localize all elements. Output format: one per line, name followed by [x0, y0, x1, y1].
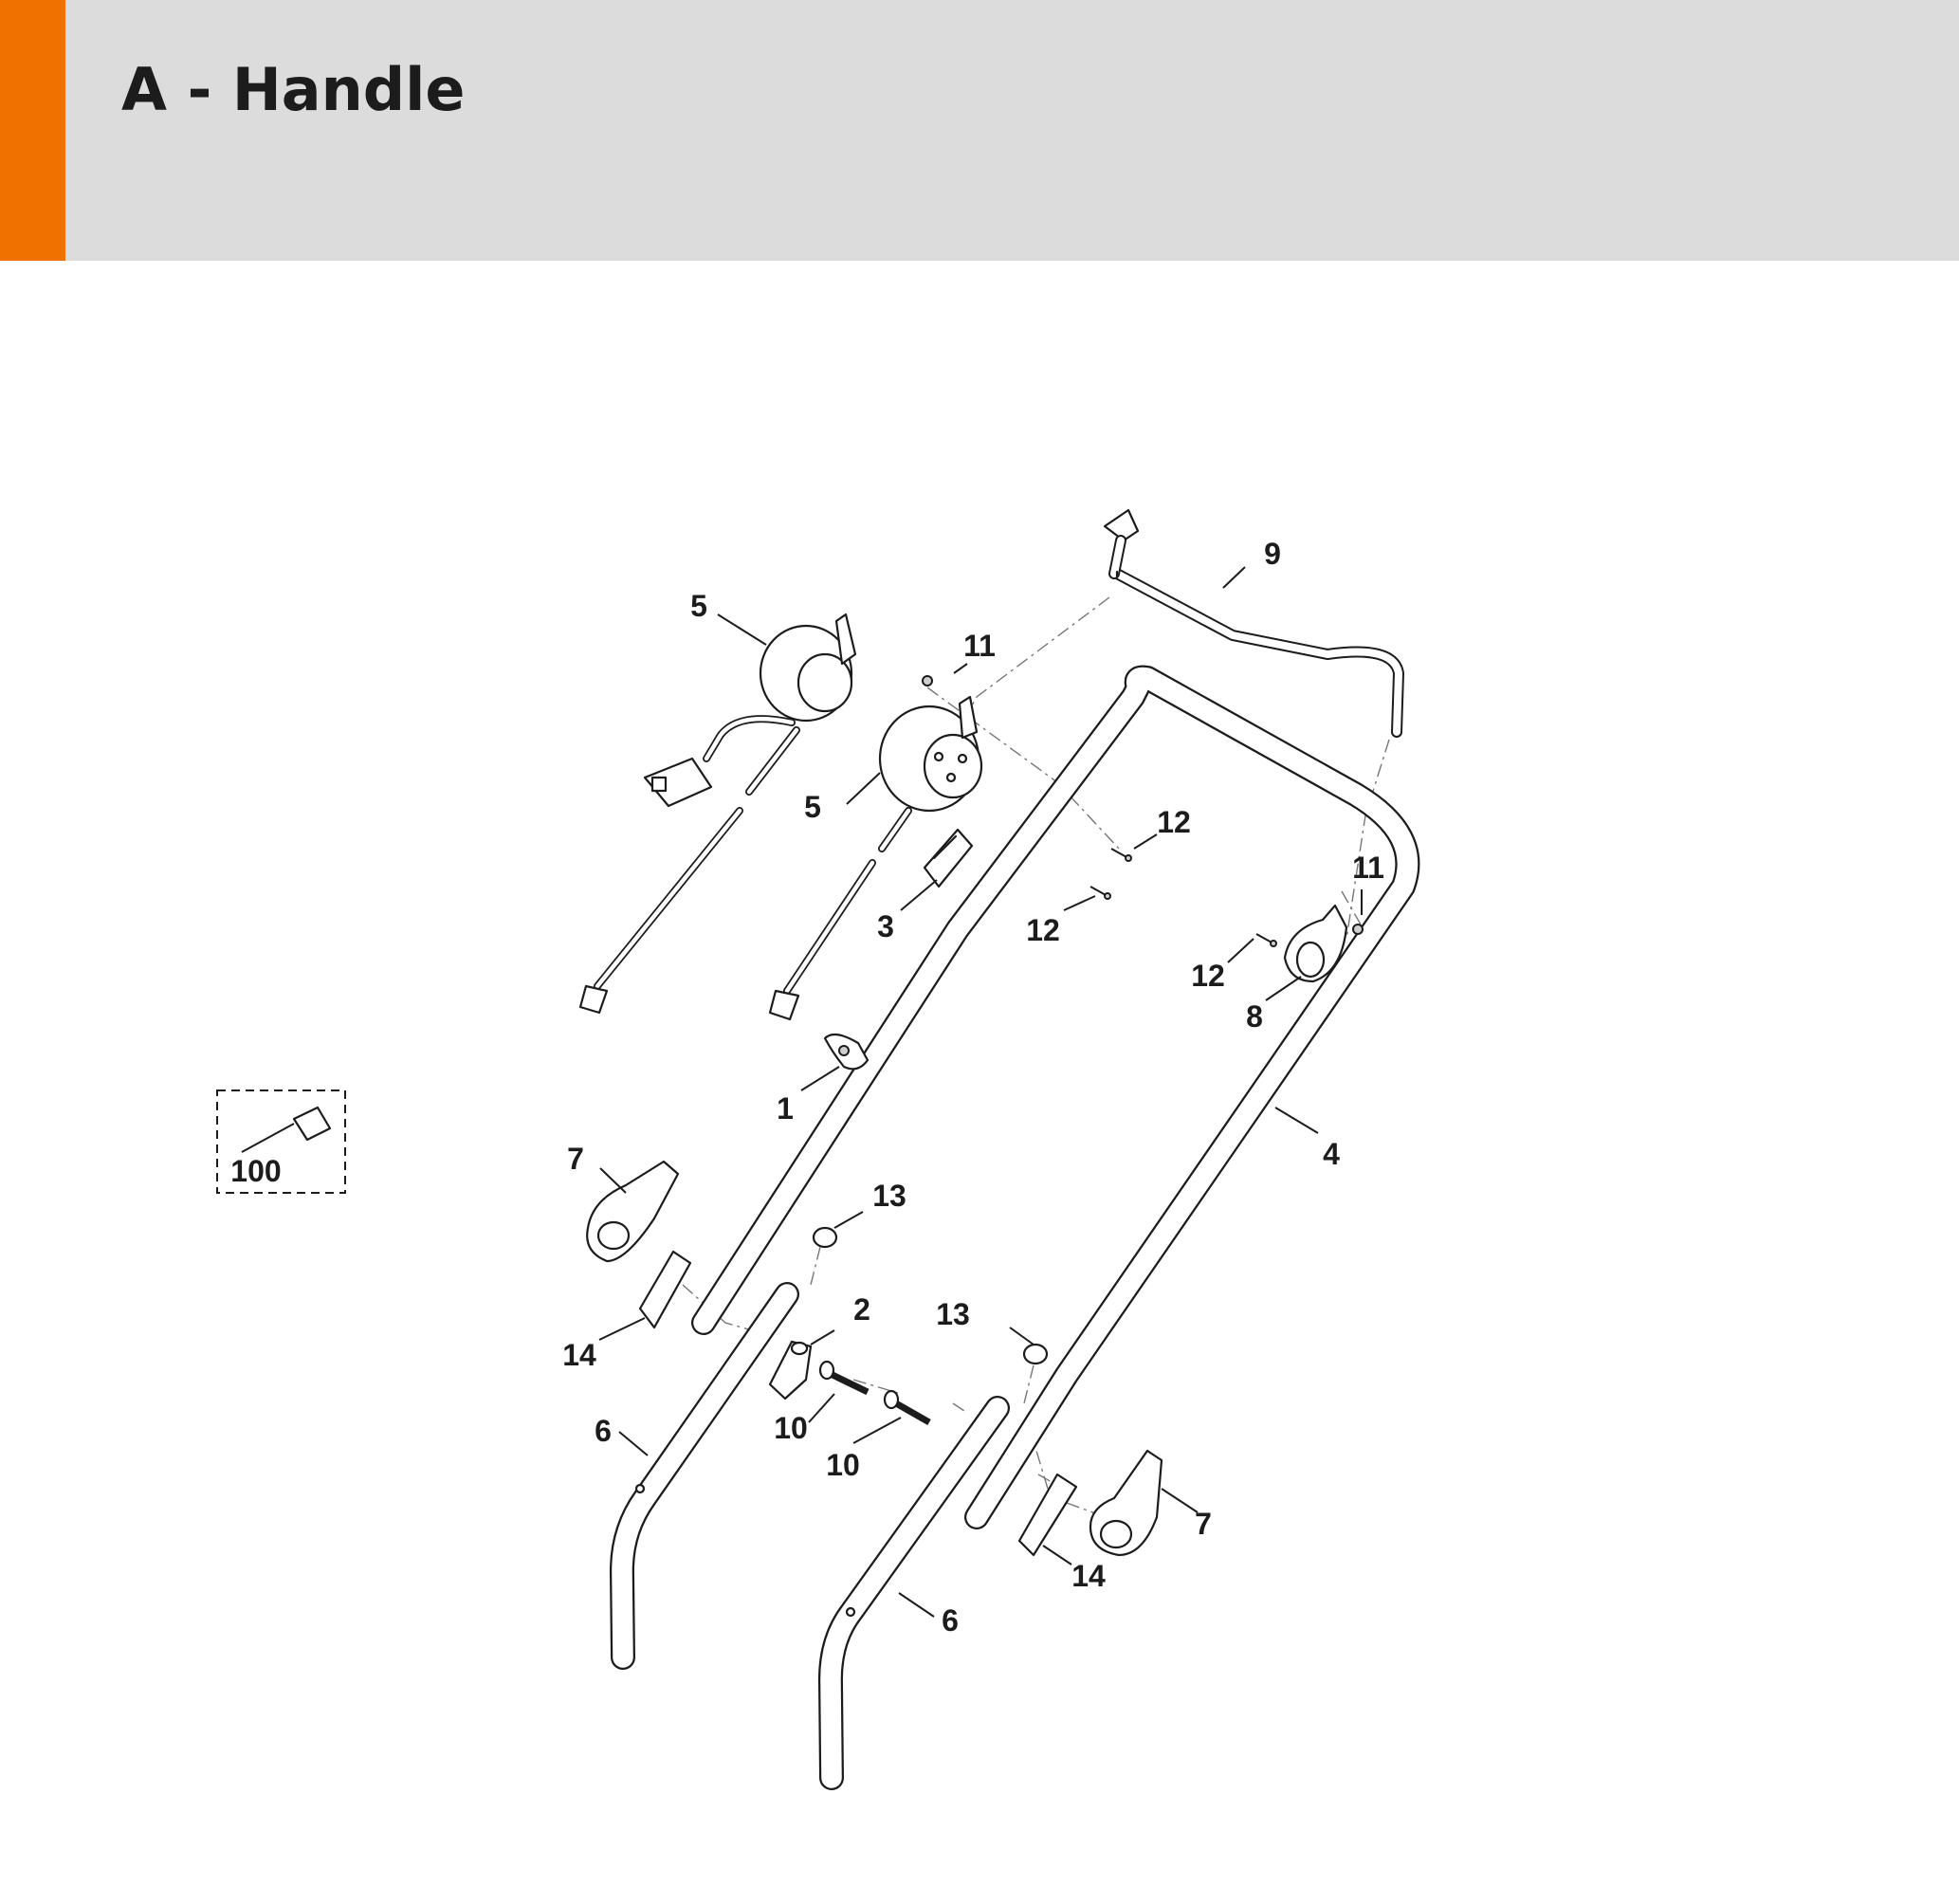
part-12-screws: [1089, 848, 1277, 947]
part-14-inserts: [638, 1250, 1078, 1557]
callout-1: 1: [777, 1091, 794, 1126]
callout-12: 12: [1157, 805, 1191, 839]
callout-100: 100: [230, 1154, 281, 1188]
part-5-switch-box: [768, 695, 983, 1021]
part-8-lever-knob: [1283, 904, 1348, 983]
part-6-lower-tube-right: [817, 1396, 1010, 1790]
callouts: 5 5 9 11 11 12 12 12 3 8 1 4 100 7 7 13 …: [230, 537, 1384, 1638]
callout-6: 6: [942, 1603, 959, 1638]
callout-14: 14: [1071, 1559, 1106, 1593]
callout-4: 4: [1323, 1137, 1340, 1171]
callout-13: 13: [872, 1179, 906, 1213]
callout-5: 5: [690, 589, 707, 623]
callout-9: 9: [1264, 537, 1281, 571]
callout-8: 8: [1246, 999, 1263, 1034]
callout-3: 3: [877, 909, 894, 943]
part-3-clip: [923, 828, 974, 888]
part-7-clamp-lever-right: [1089, 1449, 1163, 1557]
callout-12: 12: [1191, 959, 1225, 993]
page-title: A - Handle: [121, 55, 466, 124]
part-11-screws: [922, 675, 1364, 935]
callout-6: 6: [595, 1414, 612, 1448]
part-4-upper-handle: [691, 665, 1420, 1529]
callout-11: 11: [1352, 851, 1384, 885]
callout-2: 2: [853, 1292, 870, 1327]
part-9-cable-guide: [1103, 508, 1404, 738]
part-7-clamp-lever-left: [586, 1160, 680, 1263]
part-13-plugs: [812, 1226, 1049, 1365]
part-100-kit: [216, 1089, 346, 1194]
callout-7: 7: [567, 1142, 584, 1176]
callout-7: 7: [1195, 1507, 1212, 1541]
callout-14: 14: [562, 1338, 596, 1372]
part-6-lower-tube-left: [609, 1282, 799, 1670]
callout-13: 13: [936, 1297, 970, 1331]
callout-11: 11: [963, 629, 996, 663]
part-5-switch-box-with-plug: [578, 613, 857, 1015]
header-bar: A - Handle: [0, 0, 1959, 261]
callout-5: 5: [804, 790, 821, 824]
callout-10: 10: [826, 1448, 860, 1482]
accent-stripe: [0, 0, 65, 261]
callout-leaders: [241, 566, 1363, 1618]
part-1-hook: [823, 1033, 870, 1071]
callout-12: 12: [1026, 913, 1060, 947]
part-10-bolts: [818, 1360, 931, 1426]
part-2-bracket: [768, 1340, 813, 1401]
callout-10: 10: [774, 1411, 808, 1445]
